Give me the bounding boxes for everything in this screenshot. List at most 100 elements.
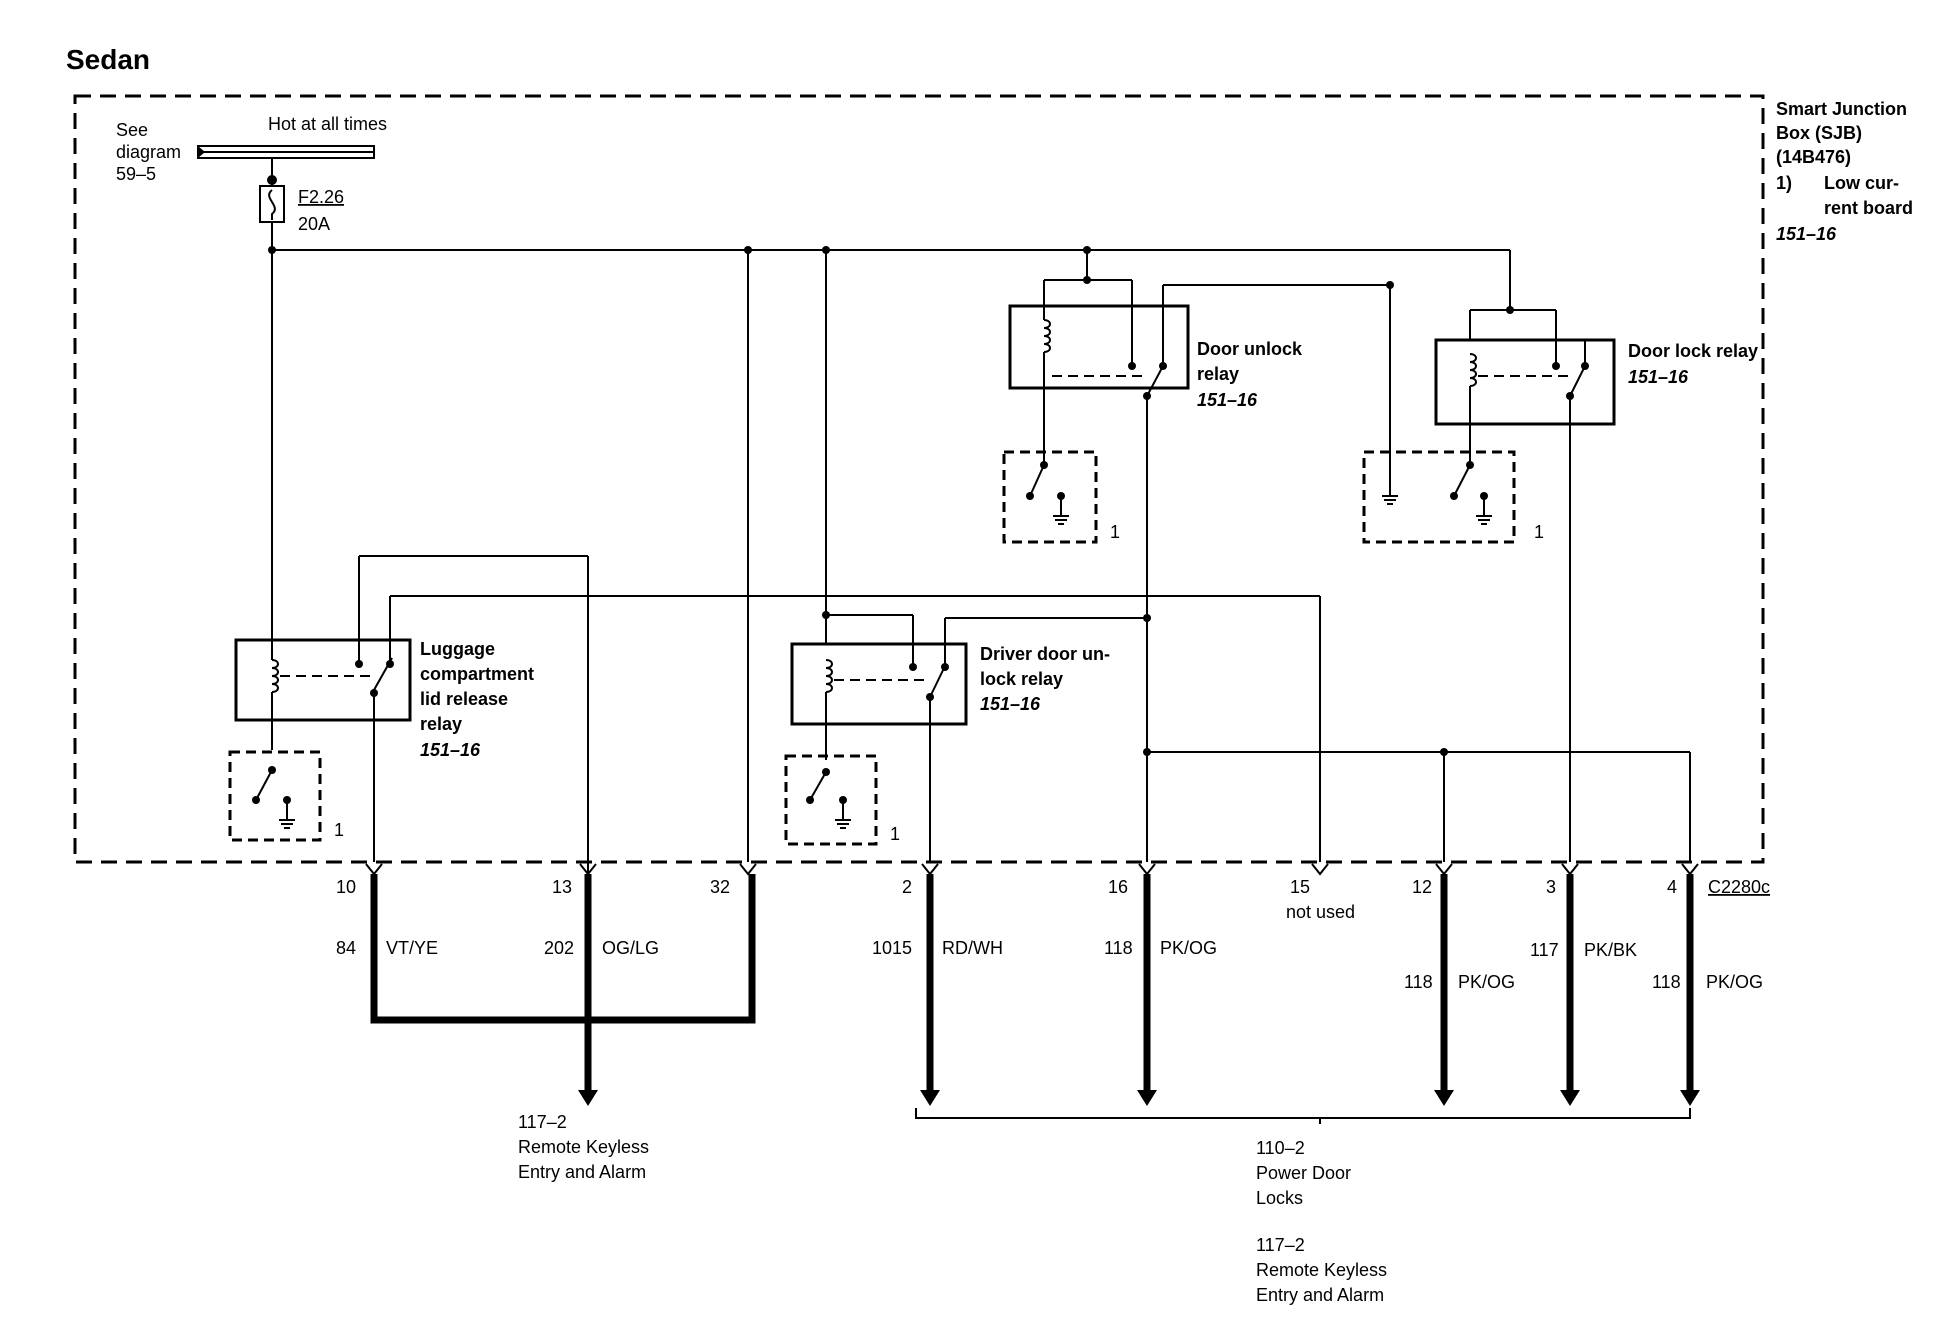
ground-icon <box>1382 495 1398 505</box>
sjb-note-number: 1) <box>1776 173 1792 193</box>
arrow-icon <box>1680 1090 1700 1106</box>
connector-pins <box>365 863 1699 876</box>
harness-wires <box>370 874 1700 1106</box>
see-diagram-line: diagram <box>116 142 181 162</box>
driver-door-relay-label: lock relay <box>980 669 1063 689</box>
fuse-rating: 20A <box>298 214 330 234</box>
circuit-number: 118 <box>1404 972 1433 992</box>
circuit-number: 202 <box>544 938 574 958</box>
sjb-note-line: rent board <box>1824 198 1913 218</box>
power-supply: See diagram 59–5 Hot at all times F2.26 … <box>116 114 387 250</box>
destination-line: 117–2 <box>518 1112 567 1132</box>
destination-bracket <box>915 1108 1691 1119</box>
relay-switch-icon <box>1146 365 1164 397</box>
driver-door-relay-box <box>790 642 968 726</box>
door-unlock-relay-ref: 151–16 <box>1197 390 1258 410</box>
fuse-id: F2.26 <box>298 187 344 207</box>
sjb-label-line: Box (SJB) <box>1776 123 1862 143</box>
pin-number: 12 <box>1412 877 1432 897</box>
note-mark: 1 <box>1534 522 1544 542</box>
hot-at-all-times-label: Hot at all times <box>268 114 387 134</box>
luggage-relay: Luggage compartment lid release relay 15… <box>228 250 1320 1090</box>
door-unlock-relay-box <box>1008 304 1190 390</box>
sjb-label: Smart Junction Box (SJB) (14B476) 1) Low… <box>1776 99 1913 244</box>
luggage-relay-label: lid release <box>420 689 508 709</box>
control-switch-icon <box>255 769 273 801</box>
door-lock-relay-box <box>1434 338 1616 426</box>
sjb-enclosure <box>73 94 1765 864</box>
pin-number: 2 <box>902 877 912 897</box>
pin-number: 4 <box>1667 877 1677 897</box>
destination-left: 117–2 Remote Keyless Entry and Alarm <box>518 1112 649 1182</box>
wire-color: RD/WH <box>942 938 1003 958</box>
arrow-icon <box>1434 1090 1454 1106</box>
relay-coil-icon <box>1469 353 1477 387</box>
luggage-relay-ref: 151–16 <box>420 740 481 760</box>
destination-line: 110–2 <box>1256 1138 1305 1158</box>
relay-coil-icon <box>825 659 833 693</box>
circuit-number: 118 <box>1652 972 1681 992</box>
wire-color: OG/LG <box>602 938 659 958</box>
note-mark: 1 <box>890 824 900 844</box>
pin-number: 13 <box>552 877 572 897</box>
relay-switch-icon <box>1569 365 1586 397</box>
destination-line: Entry and Alarm <box>518 1162 646 1182</box>
arrow-icon <box>1560 1090 1580 1106</box>
door-lock-relay-ref: 151–16 <box>1628 367 1689 387</box>
door-lock-relay-control-module <box>1362 450 1516 544</box>
relay-switch-icon <box>929 663 947 698</box>
arrow-icon <box>1137 1090 1157 1106</box>
wire-color: VT/YE <box>386 938 438 958</box>
luggage-relay-label: relay <box>420 714 462 734</box>
wire-color: PK/BK <box>1584 940 1637 960</box>
circuit-number: 118 <box>1104 938 1133 958</box>
pin-number: 15 <box>1290 877 1310 897</box>
arrow-icon <box>920 1090 940 1106</box>
sjb-label-line: (14B476) <box>1776 147 1851 167</box>
note-mark: 1 <box>1110 522 1120 542</box>
control-switch-icon <box>1029 464 1045 497</box>
sjb-label-line: Smart Junction <box>1776 99 1907 119</box>
door-lock-relay: Door lock relay 151–16 1 <box>1362 250 1758 862</box>
arrow-icon <box>578 1090 598 1106</box>
loop-wire-10-32 <box>370 874 756 1024</box>
driver-door-relay-label: Driver door un- <box>980 644 1110 664</box>
driver-door-unlock-relay: Driver door un- lock relay 151–16 1 <box>784 250 1151 862</box>
wire-color: PK/OG <box>1160 938 1217 958</box>
luggage-relay-box <box>234 638 412 722</box>
destination-line: Remote Keyless <box>1256 1260 1387 1280</box>
pin-number: 10 <box>336 877 356 897</box>
luggage-relay-control-module <box>228 750 322 842</box>
circuit-number: 1015 <box>872 938 912 958</box>
sjb-ref: 151–16 <box>1776 224 1837 244</box>
ground-icon <box>1476 515 1492 525</box>
destination-line: Power Door <box>1256 1163 1351 1183</box>
pin-number: 32 <box>710 877 730 897</box>
pin-number: 16 <box>1108 877 1128 897</box>
destination-line: Locks <box>1256 1188 1303 1208</box>
door-unlock-relay-label: Door unlock <box>1197 339 1303 359</box>
ground-icon <box>1053 515 1069 525</box>
see-diagram-line: See <box>116 120 148 140</box>
wire-color: PK/OG <box>1458 972 1515 992</box>
relay-coil-icon <box>271 659 279 693</box>
driver-door-relay-control-module <box>784 754 878 846</box>
circuit-number: 84 <box>336 938 356 958</box>
page-title: Sedan <box>66 44 150 75</box>
control-switch-icon <box>809 771 827 801</box>
driver-door-relay-ref: 151–16 <box>980 694 1041 714</box>
door-lock-relay-label: Door lock relay <box>1628 341 1758 361</box>
relay-coil-icon <box>1043 319 1051 353</box>
luggage-relay-label: Luggage <box>420 639 495 659</box>
see-diagram-line: 59–5 <box>116 164 156 184</box>
pin-number: 3 <box>1546 877 1556 897</box>
wire-color: PK/OG <box>1706 972 1763 992</box>
control-switch-icon <box>1453 464 1471 497</box>
destination-line: Remote Keyless <box>518 1137 649 1157</box>
ground-icon <box>835 819 851 829</box>
sjb-note-line: Low cur- <box>1824 173 1899 193</box>
destination-line: Entry and Alarm <box>1256 1285 1384 1305</box>
luggage-relay-label: compartment <box>420 664 534 684</box>
door-unlock-relay-control-module <box>1002 450 1098 544</box>
